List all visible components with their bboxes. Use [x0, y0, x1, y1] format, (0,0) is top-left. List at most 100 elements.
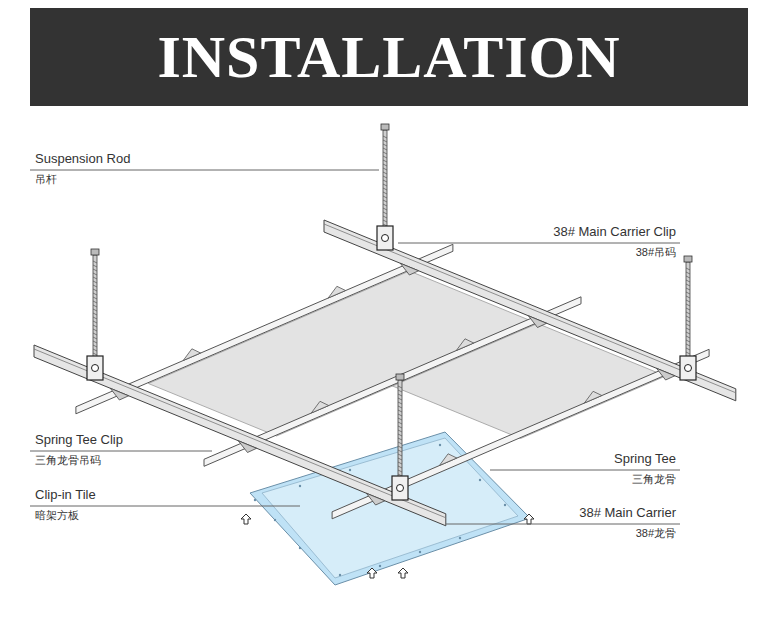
tile-hole [419, 551, 421, 553]
leader-line [30, 170, 379, 171]
leader-line [30, 506, 300, 507]
rod-thread [93, 333, 97, 335]
tile-hole [274, 519, 276, 521]
rod-thread [383, 196, 387, 198]
part-label-chinese: 三角龙骨吊码 [35, 454, 101, 467]
rod-thread [93, 305, 97, 307]
part-label-chinese: 暗架方板 [35, 509, 79, 522]
spring-tee-clip [366, 493, 384, 505]
suspension-rod [383, 130, 387, 240]
rod-thread [686, 332, 690, 334]
rod-thread [686, 284, 690, 286]
ceiling-panel [393, 324, 666, 439]
suspension-rod [398, 380, 402, 490]
tile-hole [254, 499, 256, 501]
tile-hole [299, 547, 301, 549]
title-text: INSTALLATION [30, 8, 748, 106]
rod-thread [398, 462, 402, 464]
clip-bolt [92, 365, 99, 372]
rod-thread [686, 348, 690, 350]
rod-thread [398, 438, 402, 440]
rod-thread [398, 470, 402, 472]
rod-nut [396, 374, 404, 380]
main-carrier-clip [392, 476, 408, 500]
tee-notch [183, 349, 200, 361]
rod-thread [383, 160, 387, 162]
rod-nut [381, 124, 389, 130]
tile-hole [379, 565, 381, 567]
rod-thread [398, 454, 402, 456]
rod-thread [93, 353, 97, 355]
rod-thread [93, 313, 97, 315]
ceiling-grid [34, 124, 736, 585]
rod-thread [383, 176, 387, 178]
push-up-arrow [241, 514, 251, 524]
rod-thread [398, 418, 402, 420]
rod-thread [686, 328, 690, 330]
rod-thread [93, 321, 97, 323]
clip-bolt [382, 235, 389, 242]
rod-thread [398, 422, 402, 424]
rod-thread [398, 446, 402, 448]
rod-thread [686, 352, 690, 354]
rod-thread [398, 442, 402, 444]
rod-thread [383, 216, 387, 218]
rod-thread [93, 269, 97, 271]
rod-thread [93, 349, 97, 351]
rod-thread [93, 265, 97, 267]
rod-thread [93, 309, 97, 311]
rod-thread [686, 308, 690, 310]
rod-thread [398, 394, 402, 396]
spring-tee-clip [110, 388, 128, 400]
part-label-chinese: 38#吊码 [636, 246, 676, 259]
spring-tee-clip [657, 368, 675, 380]
rod-thread [383, 156, 387, 158]
leader-line [398, 243, 680, 244]
carrier-ridge [34, 349, 446, 518]
rod-thread [93, 337, 97, 339]
rod-thread [383, 208, 387, 210]
rod-thread [93, 329, 97, 331]
rod-thread [686, 268, 690, 270]
rod-thread [383, 200, 387, 202]
rod-thread [93, 341, 97, 343]
main-carrier-clip [87, 356, 103, 380]
part-label: 38# Main Carrier [579, 506, 676, 521]
leader-line [30, 451, 212, 452]
clip-bolt [397, 485, 404, 492]
tee-notch [328, 286, 345, 298]
tile-hole [439, 444, 441, 446]
rod-thread [686, 292, 690, 294]
rod-thread [686, 312, 690, 314]
rod-thread [383, 220, 387, 222]
part-label: Clip-in Tile [35, 488, 96, 503]
rod-thread [93, 289, 97, 291]
rod-thread [398, 430, 402, 432]
rod-thread [398, 434, 402, 436]
rod-thread [686, 300, 690, 302]
main-carrier-clip [377, 226, 393, 250]
rod-thread [383, 212, 387, 214]
push-up-arrow [524, 514, 534, 524]
rod-thread [93, 277, 97, 279]
carrier-ridge [324, 224, 736, 393]
rod-thread [686, 280, 690, 282]
rod-thread [383, 148, 387, 150]
rod-thread [93, 301, 97, 303]
push-up-arrow [398, 568, 408, 578]
rod-thread [383, 172, 387, 174]
tile-hole [504, 504, 506, 506]
rod-thread [93, 261, 97, 263]
rod-thread [686, 340, 690, 342]
leader-line [490, 470, 680, 471]
rod-thread [398, 458, 402, 460]
rod-thread [398, 410, 402, 412]
rod-thread [398, 466, 402, 468]
part-label: 38# Main Carrier Clip [553, 225, 676, 240]
part-label: Spring Tee Clip [35, 433, 123, 448]
rod-thread [383, 136, 387, 138]
spring-tee-clip [400, 263, 418, 275]
part-label: Spring Tee [614, 452, 676, 467]
rod-thread [383, 204, 387, 206]
part-label-chinese: 三角龙骨 [632, 473, 676, 486]
